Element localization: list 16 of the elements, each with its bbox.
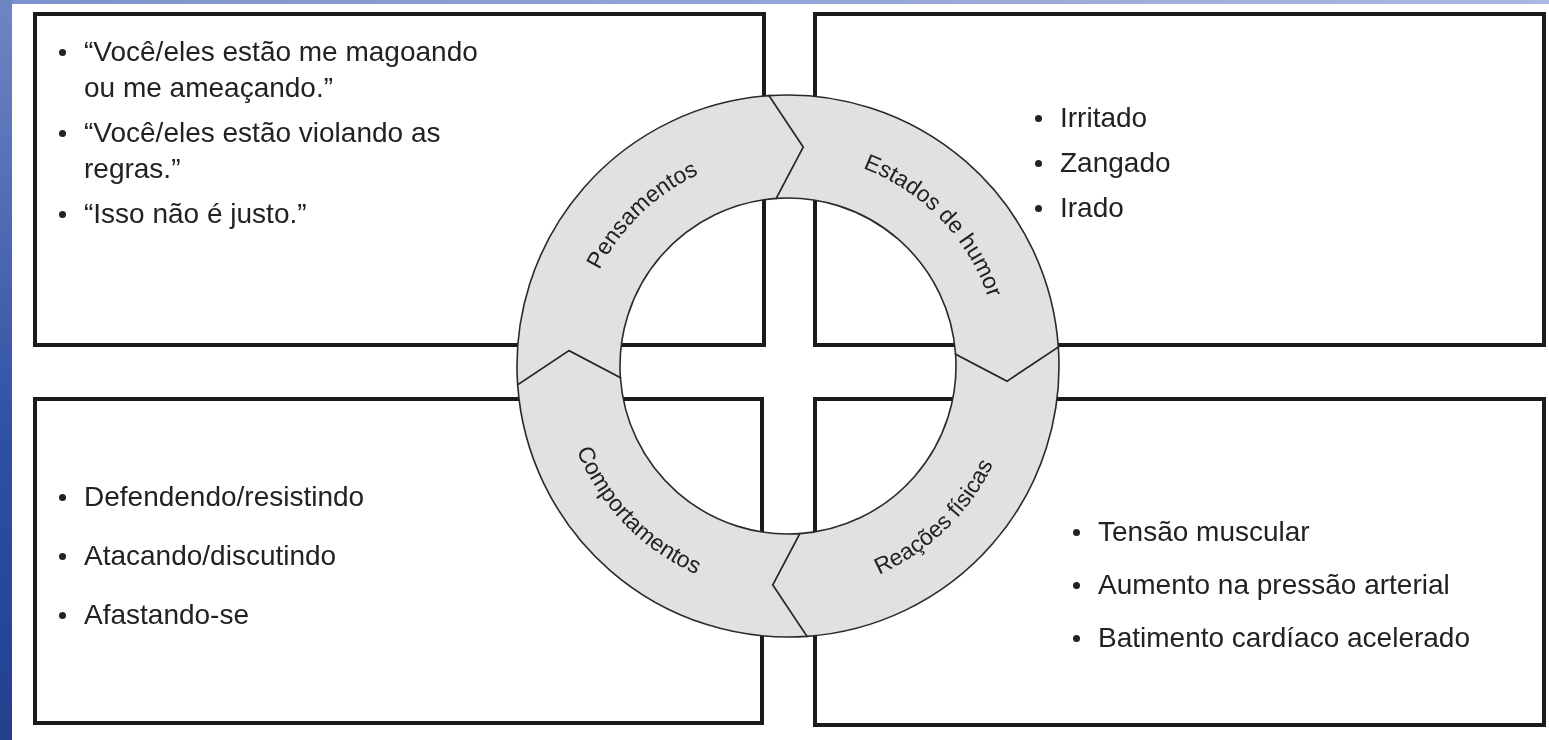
list-item-text: “Isso não é justo.”	[84, 197, 308, 231]
arrow-segment	[516, 94, 805, 386]
list-item-text: Atacando/discutindo	[84, 539, 338, 573]
list-item-text: Irado	[1060, 191, 1125, 225]
arrow-segment	[516, 349, 808, 638]
list-item-text: Defendendo/resistindo	[84, 480, 366, 514]
list-item-text: Tensão muscular	[1098, 515, 1311, 549]
list-item-text: “Você/eles estão me magoando ou me ameaçando.”	[84, 35, 479, 105]
list-item-text: Irritado	[1060, 101, 1149, 135]
list-item-text: Zangado	[1060, 146, 1172, 180]
list-item-text: “Você/eles estão violando as regras.”	[84, 116, 442, 186]
list-item-text: Afastando-se	[84, 598, 250, 632]
arrow-segment	[768, 94, 1060, 383]
list-item-text: Batimento cardíaco acelerado	[1098, 621, 1471, 655]
arrow-segment	[771, 346, 1060, 638]
list-item-text: Aumento na pressão arterial	[1098, 568, 1451, 602]
